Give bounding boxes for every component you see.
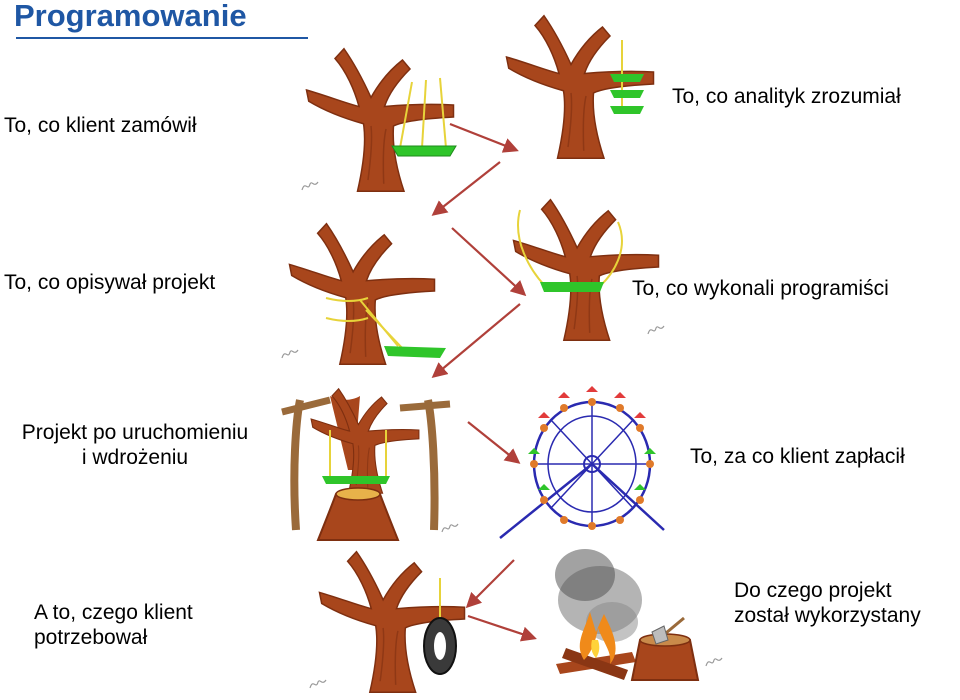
arrows: [431, 122, 537, 642]
caption-needed: A to, czego klient potrzebował: [34, 601, 193, 649]
stump-with-axe: [630, 616, 723, 681]
tree-ordered: [301, 47, 457, 193]
caption-deployment: Projekt po uruchomieniu i wdrożeniu: [21, 421, 249, 469]
caption-paid: To, za co klient zapłacił: [690, 445, 905, 468]
campfire: [555, 549, 642, 680]
tree-project: [281, 222, 446, 366]
ferris-wheel: [499, 386, 665, 539]
caption-programmers: To, co wykonali programiści: [632, 277, 889, 300]
caption-project: To, co opisywał projekt: [4, 271, 216, 294]
caption-analyst: To, co analityk zrozumiał: [672, 85, 901, 108]
tree-analyst: [505, 14, 655, 160]
title-underline: [16, 37, 308, 39]
caption-ordered: To, co klient zamówił: [4, 114, 197, 137]
tree-deployment: [281, 388, 459, 541]
tree-needed: [309, 550, 466, 694]
caption-used: Do czego projekt został wykorzystany: [734, 579, 921, 627]
page-title: Programowanie: [14, 0, 247, 33]
tree-programmers: [512, 198, 665, 342]
